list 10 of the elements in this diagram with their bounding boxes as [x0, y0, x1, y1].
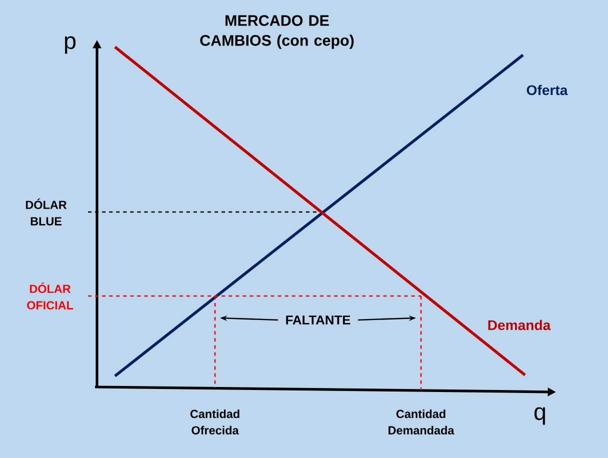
shortage-label: FALTANTE	[286, 316, 350, 324]
price-label: DÓLAR OFICIAL	[27, 282, 74, 310]
quantity-label: Cantidad Ofrecida	[190, 409, 240, 434]
curve-label: Oferta	[526, 84, 568, 96]
chart-title: MERCADO DE CAMBIOS (con cepo)	[200, 15, 354, 49]
axis-label: q	[534, 407, 546, 425]
axis-label: p	[65, 36, 76, 54]
curve-label: Demanda	[488, 320, 551, 330]
quantity-label: Cantidad Demandada	[388, 409, 454, 434]
price-label: DÓLAR BLUE	[26, 198, 67, 226]
